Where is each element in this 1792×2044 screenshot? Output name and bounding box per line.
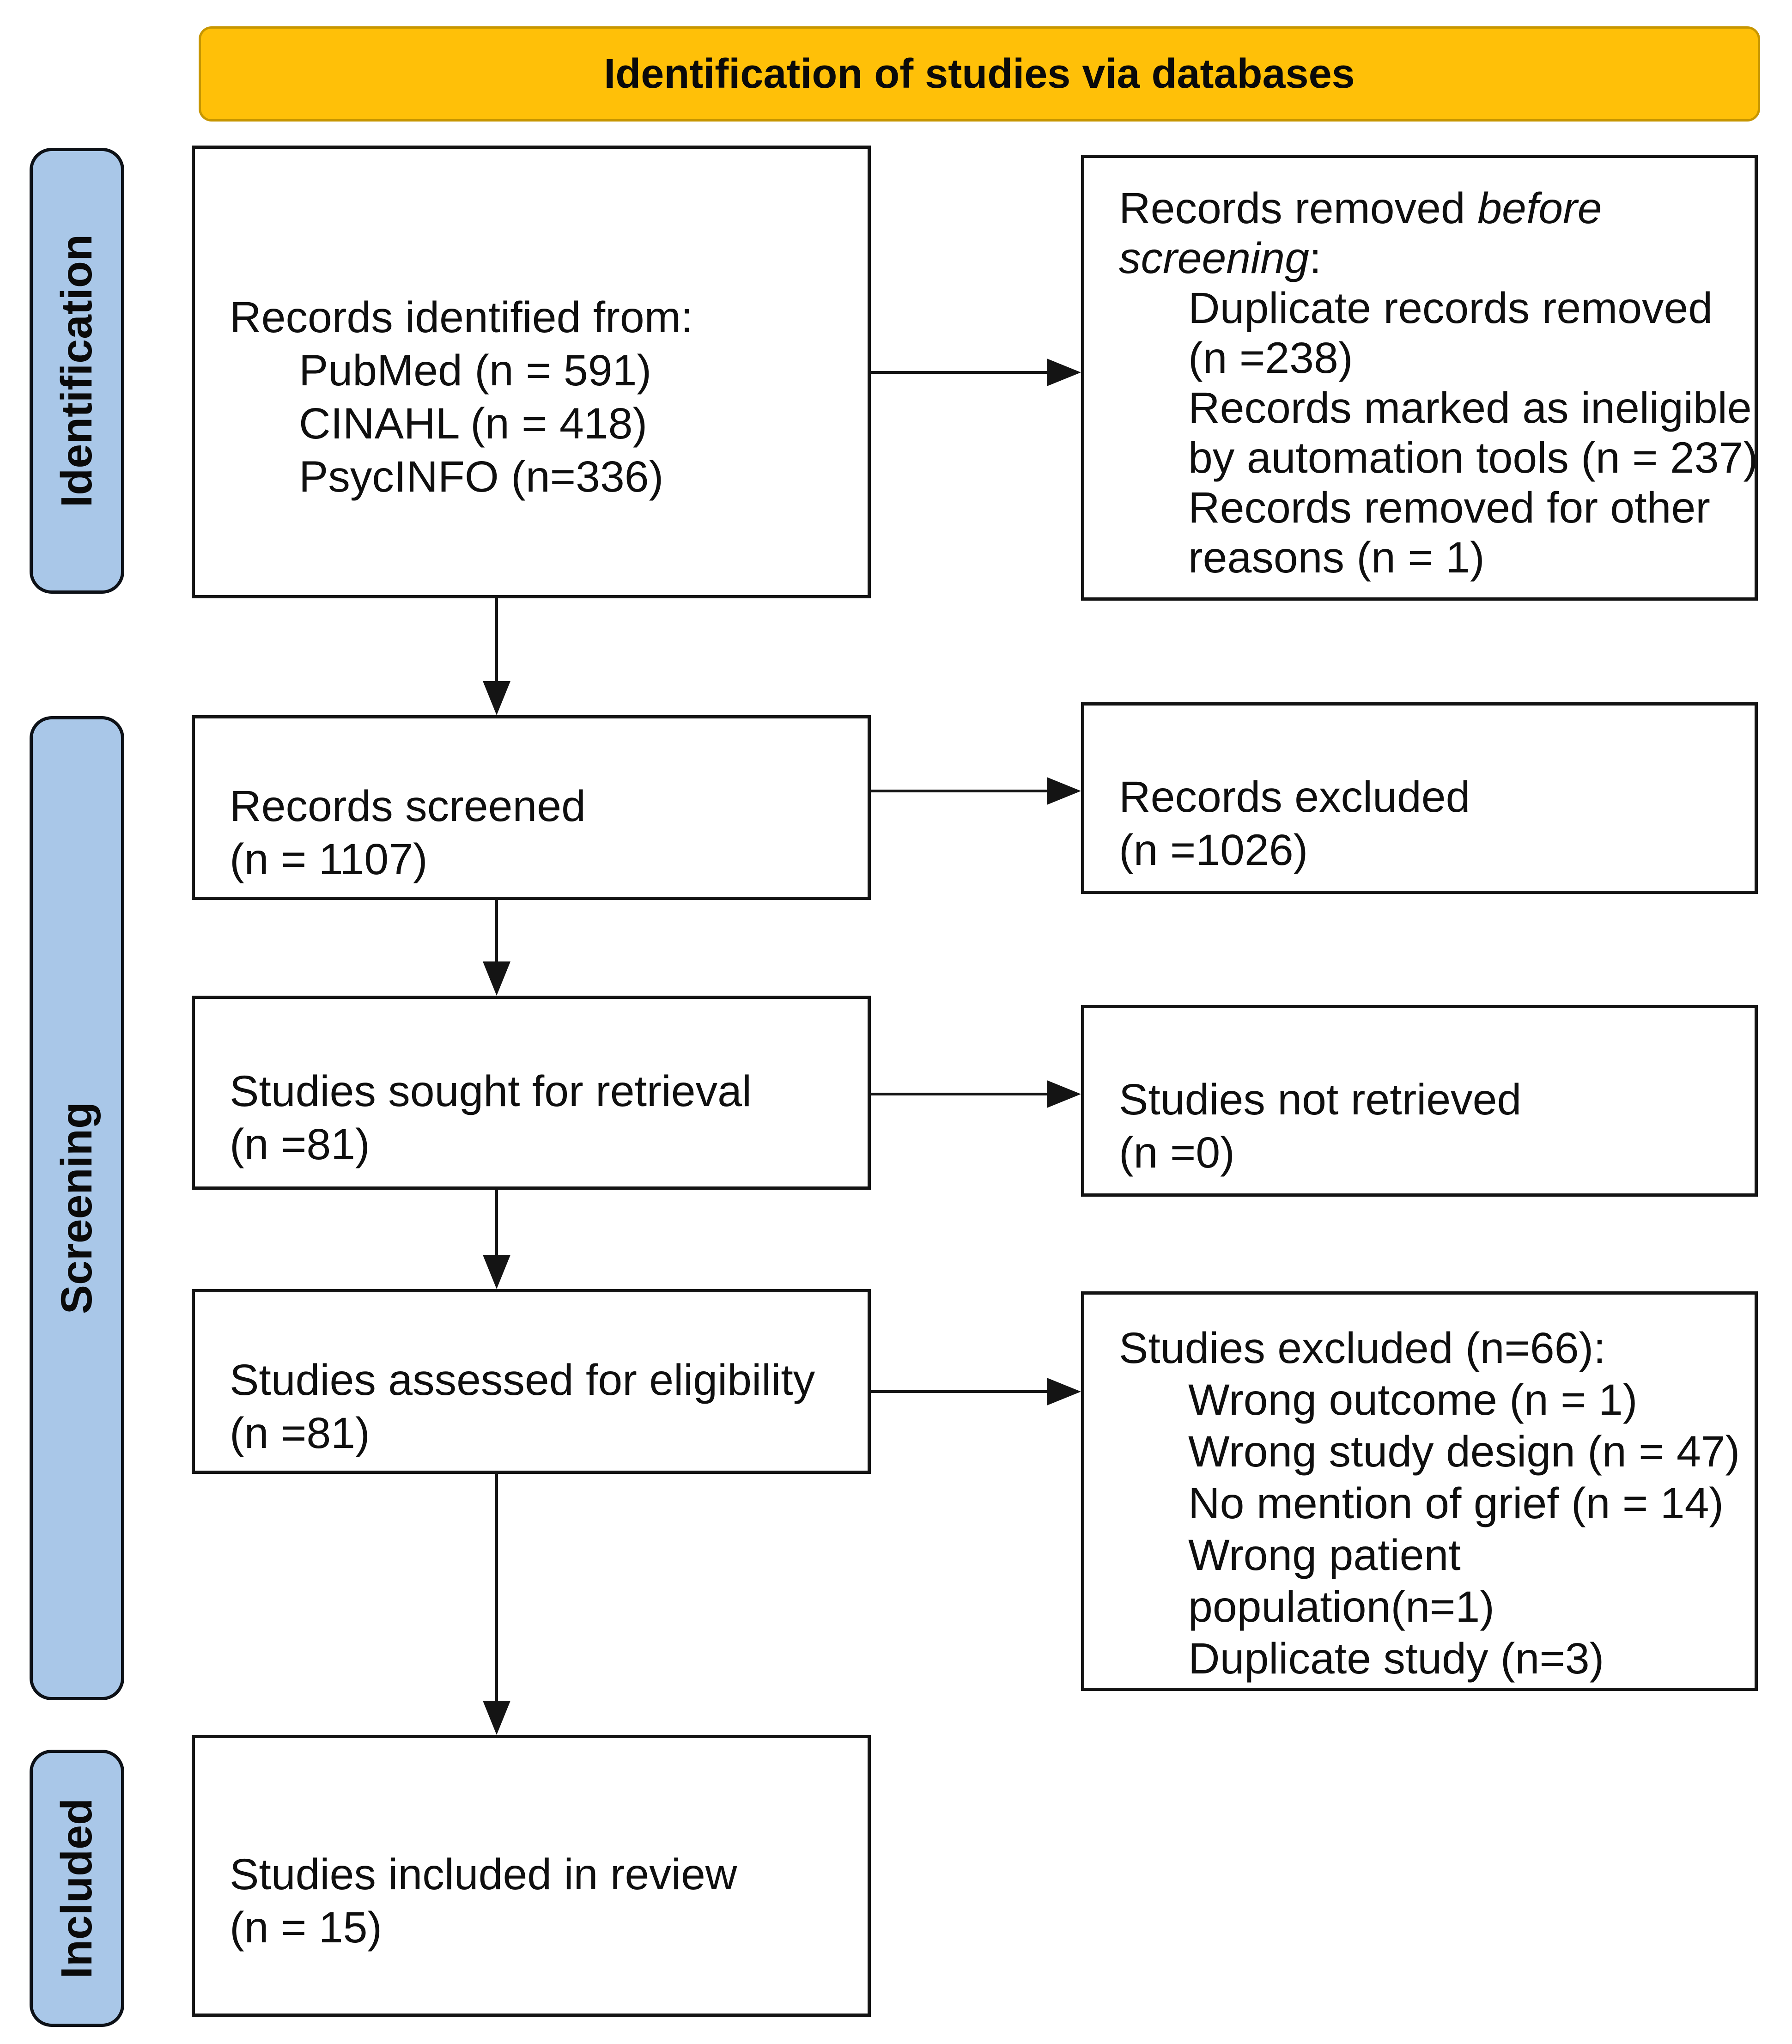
box-text-line: CINAHL (n = 418) [299,399,648,448]
box-text-line: screening: [1119,233,1736,283]
box-text-line: Records excluded [1119,772,1470,821]
box-text-line: Studies not retrieved [1119,1075,1522,1124]
box-text-line: population(n=1) [1188,1582,1494,1631]
records-removed-box: Records removed before screening: Duplic… [1081,155,1758,601]
arrow-line [495,900,498,963]
arrow-line [495,1190,498,1257]
box-text-segment: : [1309,234,1322,283]
arrow-head-right-icon [1047,1080,1081,1108]
box-text-line: (n = 1107) [230,835,428,884]
box-text-line: Studies assessed for eligibility [230,1356,815,1405]
studies-included-box: Studies included in review (n = 15) [192,1735,871,2017]
arrow-line [871,790,1049,792]
records-screened-box: Records screened (n = 1107) [192,715,871,900]
arrow-head-down-icon [483,1701,510,1735]
banner-title: Identification of studies via databases [604,50,1355,97]
stage-label-identification: Identification [30,148,124,594]
arrow-head-down-icon [483,1255,510,1289]
box-text-line: Studies excluded (n=66): [1119,1324,1606,1373]
stage-label-screening-text: Screening [52,1102,101,1314]
box-text-line: PsycINFO (n=336) [299,452,664,501]
box-text-line: Studies included in review [230,1850,737,1899]
box-text-line: PubMed (n = 591) [299,346,652,395]
box-text-line: (n =81) [230,1409,370,1458]
box-text-line: No mention of grief (n = 14) [1188,1479,1724,1528]
arrow-line [495,598,498,684]
arrow-head-right-icon [1047,1378,1081,1405]
arrow-line [871,1093,1049,1095]
banner-title-bar: Identification of studies via databases [199,26,1760,122]
box-text-line: reasons (n = 1) [1188,533,1485,582]
box-text-line: Records marked as ineligible [1188,383,1752,432]
arrow-line [495,1474,498,1703]
box-text-line: Wrong study design (n = 47) [1188,1427,1740,1476]
records-identified-box: Records identified from: PubMed (n = 591… [192,146,871,598]
stage-label-screening: Screening [30,716,124,1700]
arrow-head-right-icon [1047,777,1081,805]
box-text-line: Records removed before [1119,183,1736,233]
box-text-line: Wrong outcome (n = 1) [1188,1375,1638,1424]
arrow-head-right-icon [1047,359,1081,386]
box-text-line: (n = 15) [230,1903,383,1952]
box-text-line: Records screened [230,782,586,831]
stage-label-included: Included [30,1750,124,2027]
arrow-head-down-icon [483,681,510,715]
box-text-line: Studies sought for retrieval [230,1067,752,1116]
box-text-line: (n =81) [230,1120,370,1169]
box-text-segment-italic: before [1477,184,1602,233]
box-text-line: (n =0) [1119,1128,1235,1177]
box-text-segment: Records removed [1119,184,1478,233]
arrow-head-down-icon [483,961,510,996]
box-text-line: Duplicate study (n=3) [1188,1634,1604,1683]
box-text-line: Records removed for other [1188,483,1710,532]
studies-not-retrieved-box: Studies not retrieved (n =0) [1081,1005,1758,1197]
box-text-segment-italic: screening [1119,234,1309,283]
arrow-line [871,371,1049,374]
box-text-line: (n =1026) [1119,825,1308,875]
records-excluded-box: Records excluded (n =1026) [1081,702,1758,894]
studies-assessed-box: Studies assessed for eligibility (n =81) [192,1289,871,1474]
box-text-line: (n =238) [1188,334,1353,383]
box-text-line: Records identified from: [230,293,693,342]
stage-label-identification-text: Identification [52,234,101,508]
box-text-line: Duplicate records removed [1188,284,1713,333]
stage-label-included-text: Included [52,1798,101,1979]
studies-sought-box: Studies sought for retrieval (n =81) [192,996,871,1190]
box-text-line: by automation tools (n = 237) [1188,433,1758,482]
studies-excluded-box: Studies excluded (n=66): Wrong outcome (… [1081,1291,1758,1691]
box-text-line: Wrong patient [1188,1531,1461,1580]
arrow-line [871,1390,1049,1393]
